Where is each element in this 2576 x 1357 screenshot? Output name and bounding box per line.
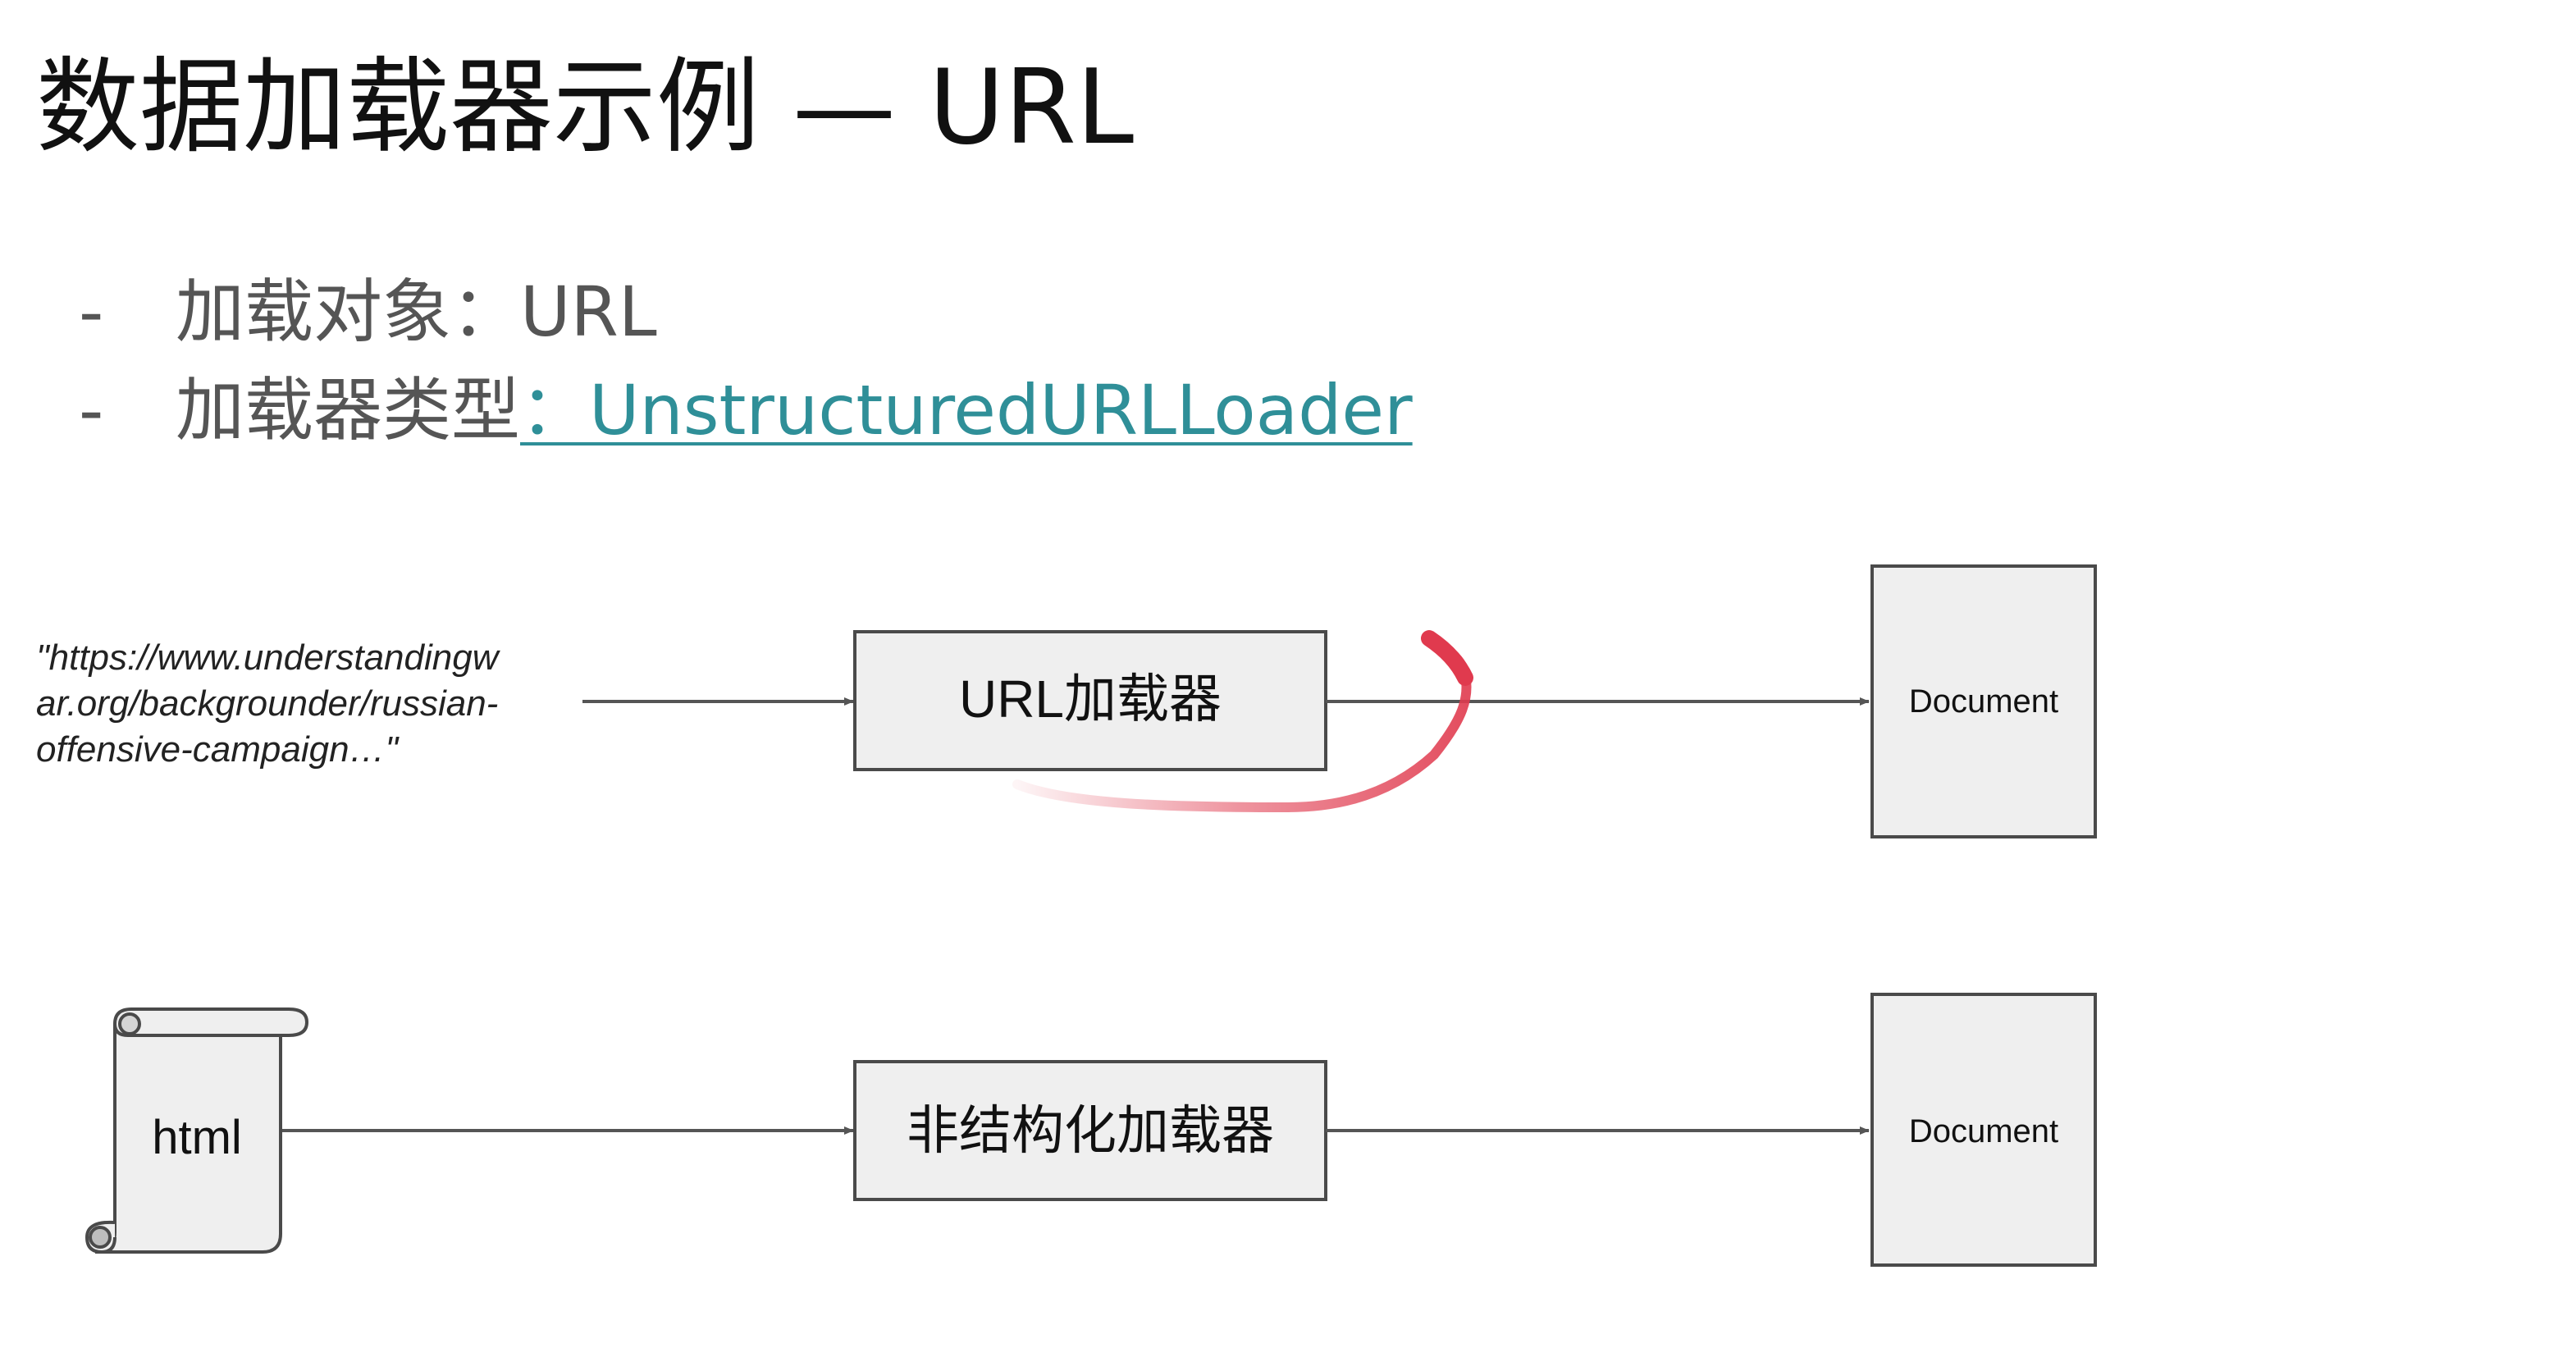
- unstructured-url-loader-link[interactable]: ：UnstructuredURLLoader: [520, 370, 1413, 450]
- bullet-dash: -: [79, 272, 104, 352]
- bullet-loader-type-text: 加载器类型: [176, 370, 521, 450]
- bullet-load-target: -加载对象：URL: [79, 263, 1413, 361]
- bullet-load-target-text: 加载对象：URL: [176, 272, 657, 352]
- red-annotation-head: [1421, 630, 1473, 686]
- html-scroll-icon: [84, 1007, 309, 1254]
- document-box-bottom: [1870, 993, 2097, 1267]
- unstructured-loader-label: 非结构化加载器: [907, 1101, 1274, 1160]
- url-loader-label: URL加载器: [959, 669, 1222, 729]
- url-input-line: offensive-campaign…": [36, 729, 400, 770]
- url-input-line: "https://www.understandingw: [36, 637, 501, 678]
- document-label-bottom: Document: [1909, 1113, 2058, 1149]
- document-box-top: [1870, 564, 2097, 838]
- bullet-loader-type: -加载器类型：UnstructuredURLLoader: [79, 361, 1413, 459]
- html-scroll-label: html: [152, 1111, 242, 1164]
- unstructured-loader-box: [853, 1060, 1327, 1201]
- bullet-dash: -: [79, 370, 104, 450]
- document-label-top: Document: [1909, 683, 2058, 720]
- slide-title: 数据加载器示例 — URL: [36, 47, 1135, 167]
- url-input-line: ar.org/backgrounder/russian-: [36, 683, 498, 724]
- bullet-list: -加载对象：URL -加载器类型：UnstructuredURLLoader: [79, 263, 1413, 459]
- url-input-text: "https://www.understandingw ar.org/backg…: [36, 637, 509, 770]
- url-loader-box: [853, 630, 1327, 771]
